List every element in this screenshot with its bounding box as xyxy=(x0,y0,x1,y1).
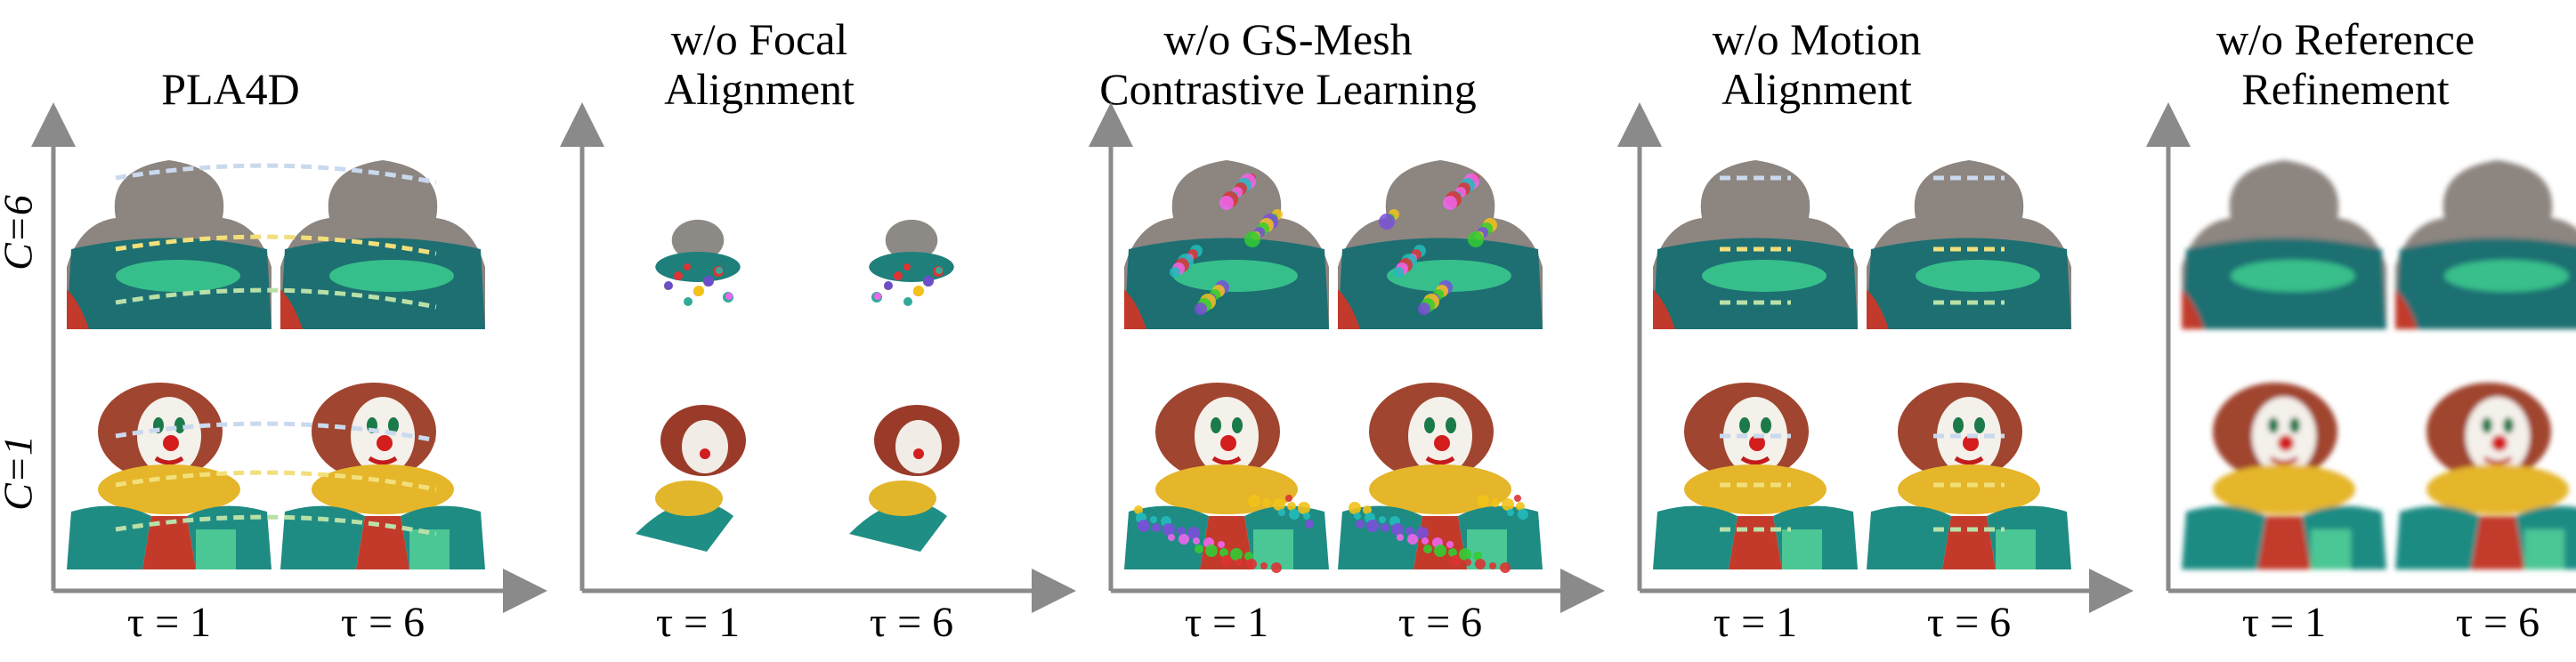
panel-title-line: w/o Reference xyxy=(2216,14,2475,64)
rendered-clown-figure xyxy=(1338,160,1543,329)
rendered-clown-figure xyxy=(67,383,271,569)
render-cell-r1-c2 xyxy=(2395,160,2576,329)
panel-title-line: Refinement xyxy=(2241,64,2450,114)
panel-title-line: Alignment xyxy=(664,64,855,114)
panel-title-line: Alignment xyxy=(1721,64,1912,114)
x-tick-label: τ = 1 xyxy=(655,599,741,646)
correspondence-guides xyxy=(1720,175,2005,532)
render-cell-r2-c1 xyxy=(67,383,271,569)
x-tick-label: τ = 1 xyxy=(2241,599,2327,646)
panel-axes xyxy=(560,102,1076,613)
y-tick-label: C=1 xyxy=(0,435,41,511)
x-tick-label: τ = 6 xyxy=(869,599,954,646)
render-cell-r2-c2 xyxy=(1338,383,1543,573)
panel-title-line: PLA4D xyxy=(161,64,300,114)
guide-line xyxy=(115,470,437,492)
render-cell-r1-c2 xyxy=(1867,160,2071,329)
render-cell-r1-c2 xyxy=(869,219,954,306)
x-tick-label: τ = 6 xyxy=(1397,599,1483,646)
rendered-clown-figure xyxy=(1124,160,1329,329)
panel-axes xyxy=(1089,102,1605,613)
render-cell-r1-c1 xyxy=(655,219,741,306)
guide-line xyxy=(115,514,437,537)
rendered-clown-figure xyxy=(2395,383,2576,569)
panel-axes xyxy=(31,102,547,613)
rendered-clown-figure xyxy=(849,405,960,552)
x-tick-label: τ = 1 xyxy=(126,599,212,646)
render-cell-r2-c1 xyxy=(1124,383,1329,573)
rendered-clown-figure xyxy=(1653,383,1858,569)
x-tick-label: τ = 6 xyxy=(1926,599,2012,646)
rendered-clown-figure xyxy=(2395,160,2576,329)
panel-title-line: w/o Focal xyxy=(670,14,848,64)
render-cell-r1-c2 xyxy=(280,160,485,329)
rendered-clown-figure xyxy=(1338,383,1543,573)
rendered-clown-figure xyxy=(655,219,741,306)
render-cell-r1-c1 xyxy=(67,160,271,329)
guide-line xyxy=(115,163,437,185)
panel-axes xyxy=(2146,102,2576,593)
render-cell-r2-c1 xyxy=(2182,383,2386,569)
rendered-clown-figure xyxy=(1124,383,1329,573)
rendered-clown-figure xyxy=(2182,383,2386,569)
render-cell-r2-c1 xyxy=(1653,383,1858,569)
render-cell-r2-c2 xyxy=(849,405,960,552)
render-cell-r1-c1 xyxy=(1653,160,1858,329)
rendered-clown-figure xyxy=(1867,160,2071,329)
panel-title-line: Contrastive Learning xyxy=(1099,64,1477,114)
render-cell-r1-c1 xyxy=(2182,160,2386,329)
render-cell-r1-c1 xyxy=(1124,160,1329,329)
guide-line xyxy=(115,421,437,443)
panel-title-line: w/o Motion xyxy=(1712,14,1922,64)
rendered-clown-figure xyxy=(636,405,746,552)
panel-axes xyxy=(1617,102,2134,613)
rendered-clown-figure xyxy=(280,160,485,329)
render-cell-r2-c1 xyxy=(636,405,746,552)
rendered-clown-figure xyxy=(1867,383,2071,569)
rendered-clown-figure xyxy=(869,219,954,306)
x-tick-label: τ = 6 xyxy=(2455,599,2540,646)
guide-line xyxy=(115,287,437,310)
panel-title-line: w/o GS-Mesh xyxy=(1163,14,1413,64)
guide-line xyxy=(115,234,437,256)
render-cell-r2-c2 xyxy=(1867,383,2071,569)
panel-title: PLA4D xyxy=(0,64,461,114)
rendered-clown-figure xyxy=(1653,160,1858,329)
correspondence-guides xyxy=(115,163,437,537)
x-tick-label: τ = 1 xyxy=(1713,599,1798,646)
rendered-clown-figure xyxy=(2182,160,2386,329)
x-tick-label: τ = 1 xyxy=(1184,599,1269,646)
render-cell-r1-c2 xyxy=(1338,160,1543,329)
x-tick-label: τ = 6 xyxy=(340,599,425,646)
y-tick-label: C=6 xyxy=(0,195,41,270)
render-cell-r2-c2 xyxy=(2395,383,2576,569)
rendered-clown-figure xyxy=(67,160,271,329)
